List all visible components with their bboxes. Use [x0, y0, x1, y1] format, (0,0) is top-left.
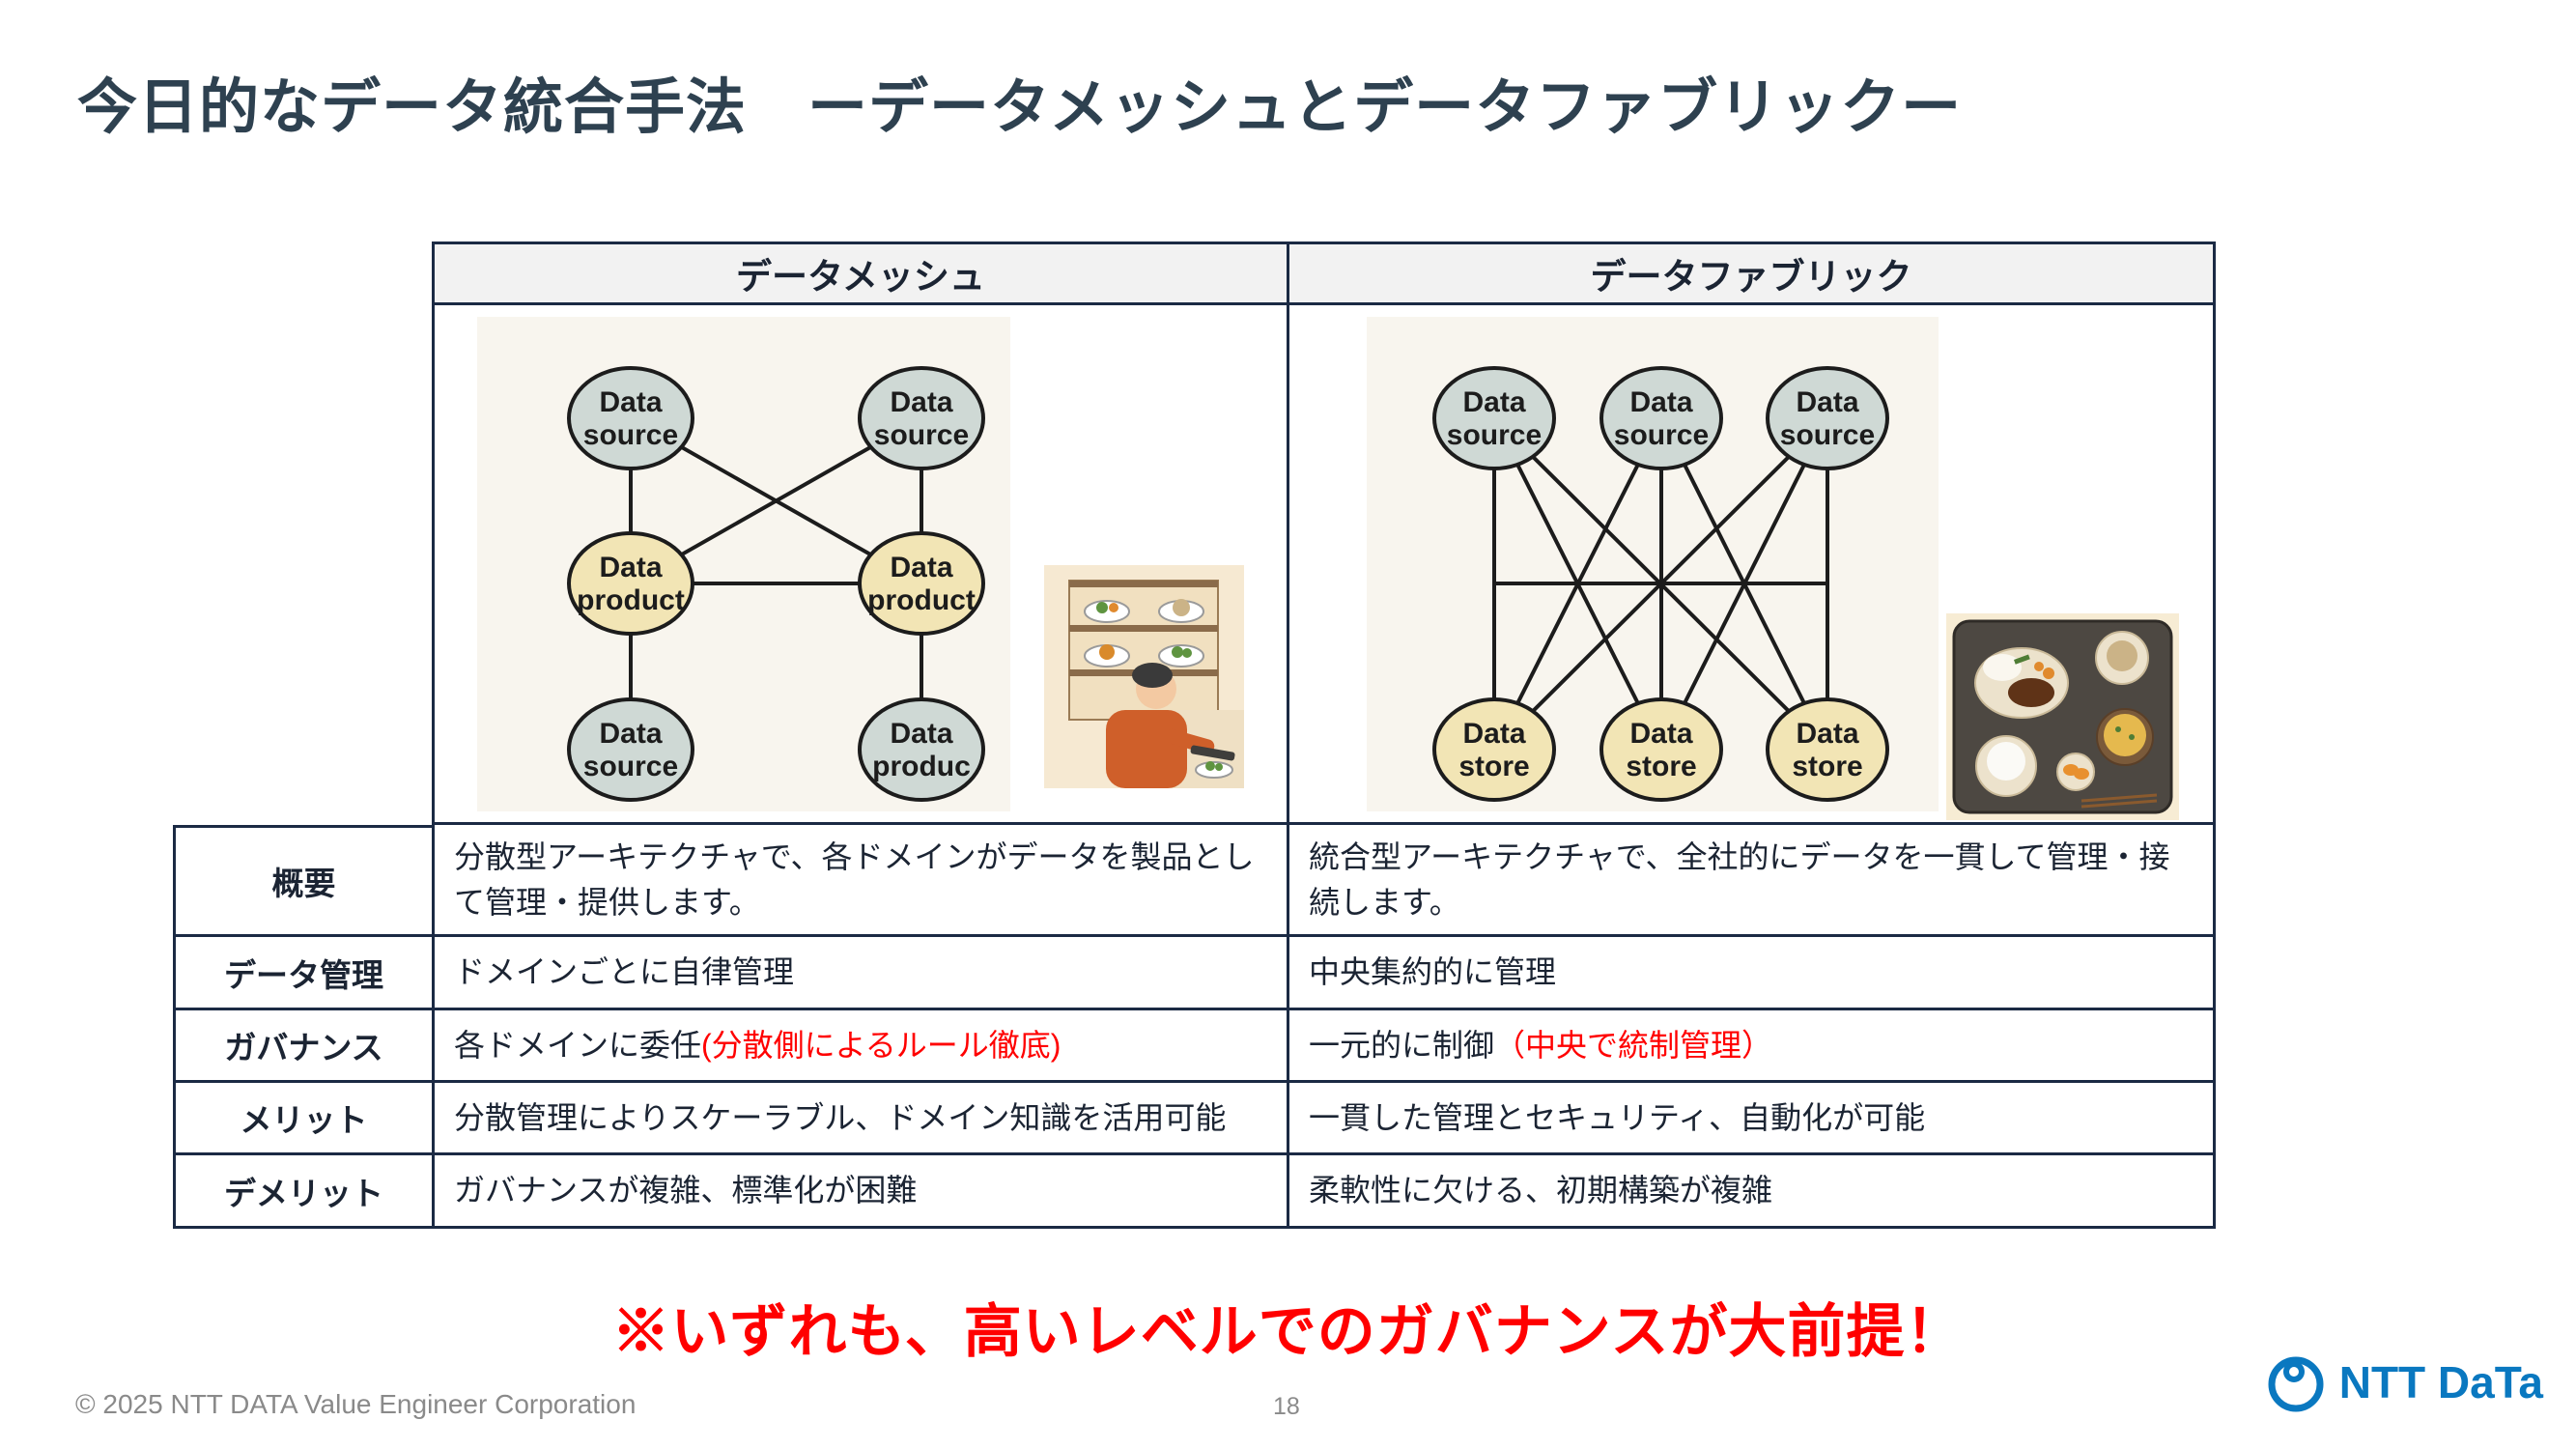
data-fabric-diagram: Data source Data source Data source Data… — [1367, 317, 2179, 820]
data-fabric-diagram-cell: Data source Data source Data source Data… — [1289, 305, 2216, 825]
data-mesh-diagram: Data source Data source Data product Dat… — [477, 317, 1244, 811]
ntt-data-wordmark: NTT DaTa — [2338, 1357, 2543, 1407]
svg-text:Data: Data — [599, 552, 662, 583]
svg-text:Data: Data — [1796, 386, 1858, 418]
fabric-edges — [1492, 416, 1829, 752]
svg-text:Data: Data — [1796, 718, 1858, 750]
fabric-node-source-1: Data source — [1432, 366, 1556, 470]
svg-text:Data: Data — [1629, 718, 1692, 750]
governance-fabric-cell: 一元的に制御（中央で統制管理） — [1289, 1010, 2216, 1083]
merit-mesh-cell: 分散管理によりスケーラブル、ドメイン知識を活用可能 — [432, 1083, 1289, 1155]
ntt-data-globe-icon — [2268, 1356, 2324, 1412]
svg-text:Data: Data — [890, 718, 952, 750]
svg-text:produc: produc — [872, 751, 971, 782]
governance-fabric-red-text: （中央で統制管理） — [1494, 1027, 1773, 1063]
governance-mesh-red-text: (分散側によるルール徹底) — [701, 1027, 1062, 1063]
demerit-mesh-cell: ガバナンスが複雑、標準化が困難 — [432, 1155, 1289, 1229]
page-title: 今日的なデータ統合手法 ーデータメッシュとデータファブリックー — [77, 74, 1963, 141]
svg-text:store: store — [1792, 751, 1862, 782]
data-management-mesh-cell: ドメインごとに自律管理 — [432, 937, 1289, 1010]
data-management-fabric-cell: 中央集約的に管理 — [1289, 937, 2216, 1010]
diagram-row-spacer — [173, 305, 432, 825]
column-header-data-mesh: データメッシュ — [432, 242, 1289, 305]
fabric-node-store-1: Data store — [1432, 697, 1556, 802]
cafeteria-worker-illustration — [1044, 565, 1244, 788]
row-label-merit: メリット — [173, 1083, 432, 1155]
overview-fabric-cell: 統合型アーキテクチャで、全社的にデータを一貫して管理・接続します。 — [1289, 825, 2216, 937]
svg-text:source: source — [1780, 419, 1875, 451]
table-corner-spacer — [173, 242, 432, 305]
row-label-overview: 概要 — [173, 825, 432, 937]
svg-text:store: store — [1626, 751, 1696, 782]
svg-text:Data: Data — [599, 718, 662, 750]
demerit-mesh-text: ガバナンスが複雑、標準化が困難 — [454, 1173, 918, 1208]
fabric-node-store-2: Data store — [1599, 697, 1723, 802]
governance-mesh-cell: 各ドメインに委任(分散側によるルール徹底) — [432, 1010, 1289, 1083]
fabric-node-store-3: Data store — [1766, 697, 1889, 802]
demerit-fabric-text: 柔軟性に欠ける、初期構築が複雑 — [1309, 1173, 1773, 1208]
mesh-node-product-bottom-right: Data produc — [858, 697, 985, 802]
governance-alert-note: ※いずれも、高いレベルでのガバナンスが大前提！ — [611, 1299, 1965, 1364]
svg-text:Data: Data — [1462, 718, 1525, 750]
data-mesh-diagram-cell: Data source Data source Data product Dat… — [432, 305, 1289, 825]
overview-mesh-cell: 分散型アーキテクチャで、各ドメインがデータを製品として管理・提供します。 — [432, 825, 1289, 937]
column-header-data-fabric: データファブリック — [1289, 242, 2216, 305]
svg-text:source: source — [583, 419, 678, 451]
merit-fabric-text: 一貫した管理とセキュリティ、自動化が可能 — [1309, 1099, 1926, 1135]
bento-tray-illustration — [1946, 613, 2179, 820]
overview-fabric-text: 統合型アーキテクチャで、全社的にデータを一貫して管理・接続します。 — [1309, 839, 2170, 920]
svg-text:Data: Data — [599, 386, 662, 418]
svg-text:source: source — [874, 419, 969, 451]
mesh-node-product-right: Data product — [858, 531, 985, 636]
mesh-node-product-left: Data product — [567, 531, 694, 636]
fabric-node-source-2: Data source — [1599, 366, 1723, 470]
data-management-fabric-text: 中央集約的に管理 — [1309, 954, 1557, 990]
svg-text:source: source — [1447, 419, 1542, 451]
ntt-data-logo: NTT DaTa — [2264, 1350, 2543, 1414]
page-number: 18 — [1273, 1393, 1300, 1420]
svg-text:source: source — [1614, 419, 1709, 451]
row-label-governance: ガバナンス — [173, 1010, 432, 1083]
svg-text:Data: Data — [1462, 386, 1525, 418]
fabric-node-source-3: Data source — [1766, 366, 1889, 470]
mesh-node-source-top-left: Data source — [567, 366, 694, 470]
row-label-demerit: デメリット — [173, 1155, 432, 1229]
svg-text:Data: Data — [1629, 386, 1692, 418]
svg-text:product: product — [867, 584, 976, 616]
merit-fabric-cell: 一貫した管理とセキュリティ、自動化が可能 — [1289, 1083, 2216, 1155]
governance-fabric-text: 一元的に制御 — [1309, 1027, 1495, 1063]
comparison-table: データメッシュ データファブリック Da — [173, 242, 2216, 1229]
svg-text:Data: Data — [890, 552, 952, 583]
svg-text:store: store — [1458, 751, 1529, 782]
copyright-text: © 2025 NTT DATA Value Engineer Corporati… — [75, 1389, 637, 1419]
overview-mesh-text: 分散型アーキテクチャで、各ドメインがデータを製品として管理・提供します。 — [454, 839, 1255, 920]
svg-text:product: product — [577, 584, 685, 616]
demerit-fabric-cell: 柔軟性に欠ける、初期構築が複雑 — [1289, 1155, 2216, 1229]
governance-mesh-text: 各ドメインに委任 — [454, 1027, 702, 1063]
svg-text:Data: Data — [890, 386, 952, 418]
svg-text:source: source — [583, 751, 678, 782]
row-label-data-management: データ管理 — [173, 937, 432, 1010]
mesh-node-source-bottom-left: Data source — [567, 697, 694, 802]
data-management-mesh-text: ドメインごとに自律管理 — [454, 954, 795, 990]
mesh-node-source-top-right: Data source — [858, 366, 985, 470]
merit-mesh-text: 分散管理によりスケーラブル、ドメイン知識を活用可能 — [454, 1099, 1227, 1135]
